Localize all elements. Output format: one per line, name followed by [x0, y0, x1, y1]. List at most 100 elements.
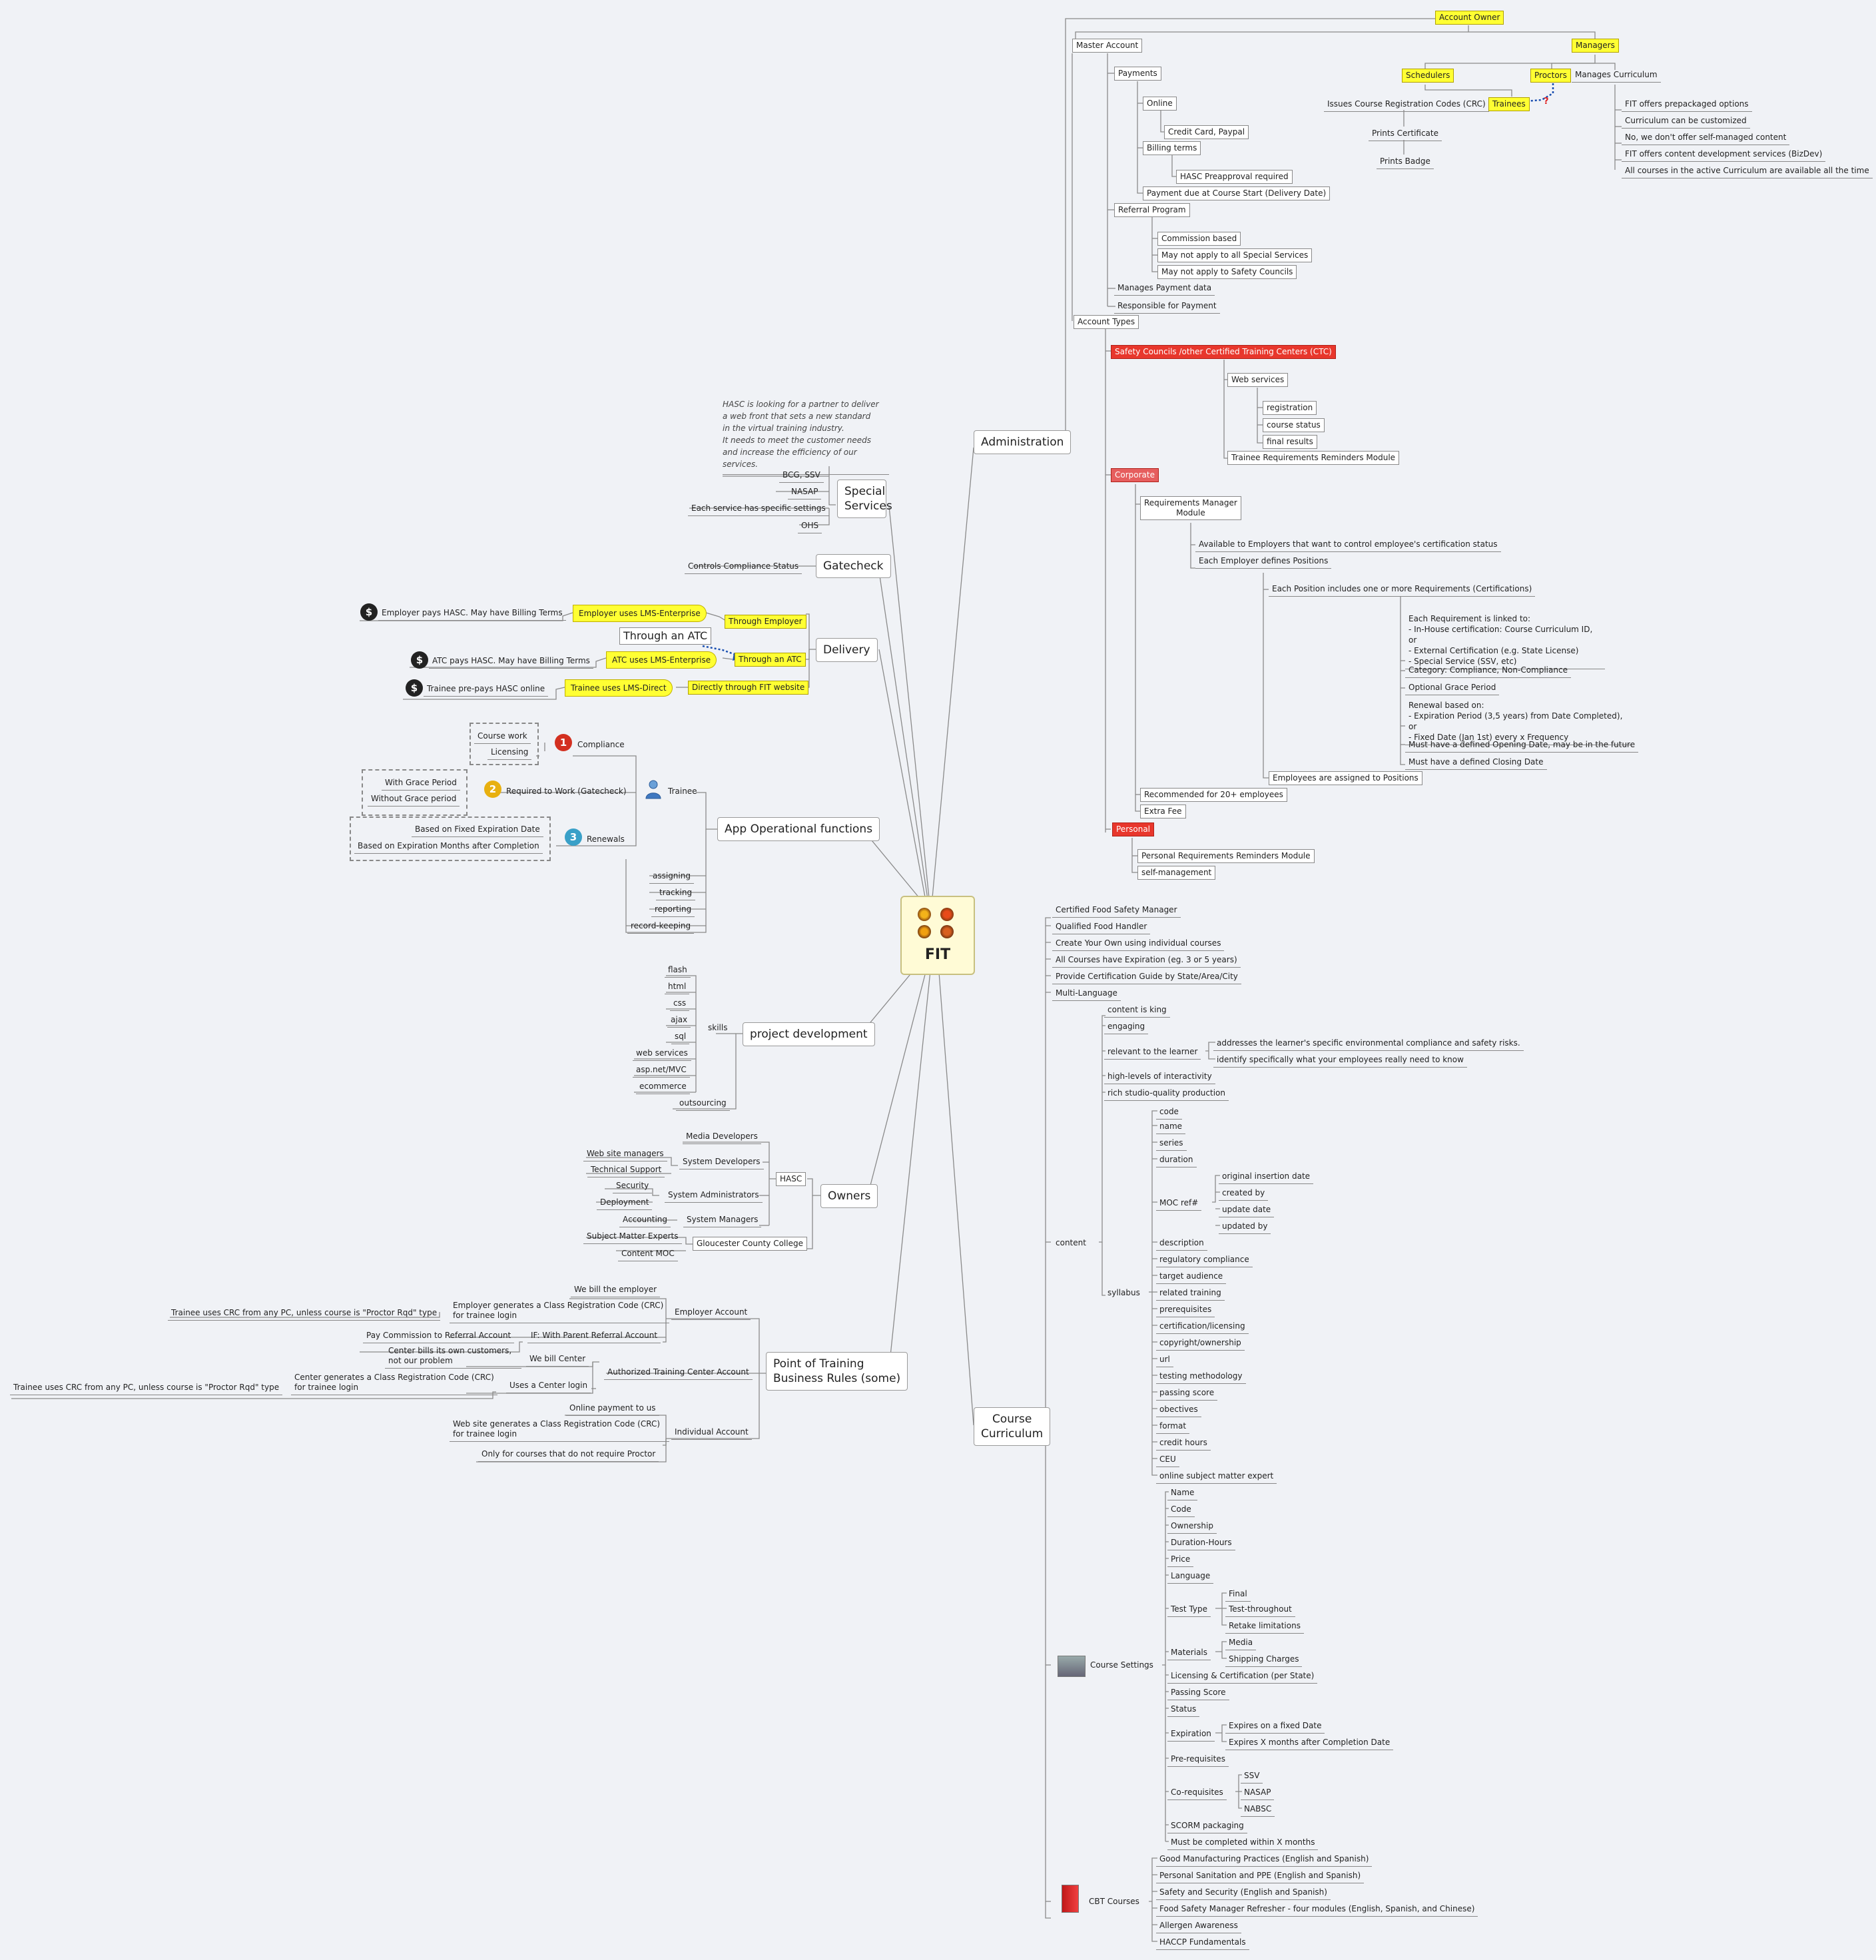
atc-uses-node[interactable]: ATC uses LMS-Enterprise [606, 651, 717, 669]
syllabus-item[interactable]: passing score [1156, 1386, 1218, 1401]
branch-app-operational[interactable]: App Operational functions [717, 817, 880, 841]
cbt-item[interactable]: Good Manufacturing Practices (English an… [1156, 1852, 1373, 1867]
req-manager-node[interactable]: Requirements Manager Module [1140, 496, 1241, 520]
skill-item[interactable]: html [665, 980, 690, 994]
trainee-uses-crc-node[interactable]: Trainee uses CRC from any PC, unless cou… [168, 1306, 441, 1321]
web-services-node[interactable]: Web services [1227, 373, 1289, 387]
syllabus-node[interactable]: syllabus [1107, 1288, 1140, 1297]
hasc-preapproval-node[interactable]: HASC Preapproval required [1176, 170, 1293, 184]
center-bills-node[interactable]: Center bills its own customers, not our … [385, 1344, 521, 1369]
through-atc-node[interactable]: Through an ATC [735, 653, 806, 667]
only-courses-node[interactable]: Only for courses that do not require Pro… [478, 1447, 659, 1462]
function-item[interactable]: record-keeping [627, 919, 695, 934]
employees-assigned-node[interactable]: Employees are assigned to Positions [1269, 771, 1422, 785]
referral-program-node[interactable]: Referral Program [1114, 203, 1190, 217]
branch-delivery[interactable]: Delivery [816, 638, 878, 662]
system-admins-node[interactable]: System Administrators [665, 1188, 763, 1203]
deployment-node[interactable]: Deployment [597, 1195, 653, 1210]
employer-uses-node[interactable]: Employer uses LMS-Enterprise [573, 605, 707, 622]
syllabus-item[interactable]: online subject matter expert [1156, 1469, 1277, 1484]
curriculum-item[interactable]: No, we don't offer self-managed content [1622, 131, 1790, 145]
cbt-courses-node[interactable]: CBT Courses [1089, 1897, 1139, 1906]
online-node[interactable]: Online [1143, 97, 1177, 111]
required-work-node[interactable]: Required to Work (Gatecheck) [506, 787, 627, 796]
scorm-node[interactable]: SCORM packaging [1167, 1819, 1247, 1833]
web-generates-node[interactable]: Web site generates a Class Registration … [450, 1417, 669, 1442]
syllabus-item[interactable]: code [1156, 1105, 1182, 1120]
pay-commission-node[interactable]: Pay Commission to Referral Account [363, 1329, 515, 1343]
syllabus-item[interactable]: certification/licensing [1156, 1319, 1249, 1334]
function-item[interactable]: reporting [651, 902, 695, 917]
account-types-node[interactable]: Account Types [1074, 315, 1139, 329]
individual-account-node[interactable]: Individual Account [671, 1425, 752, 1440]
manages-curriculum-node[interactable]: Manages Curriculum [1572, 68, 1661, 83]
content-item[interactable]: engaging [1104, 1020, 1149, 1034]
skill-item[interactable]: sql [671, 1030, 690, 1044]
gloucester-node[interactable]: Gloucester County College [693, 1237, 807, 1251]
syllabus-item[interactable]: regulatory compliance [1156, 1253, 1253, 1267]
syllabus-item[interactable]: prerequisites [1156, 1303, 1215, 1317]
pre-req-node[interactable]: Pre-requisites [1167, 1752, 1229, 1767]
curriculum-item[interactable]: FIT offers prepackaged options [1622, 97, 1752, 112]
if-parent-node[interactable]: IF: With Parent Referral Account [527, 1329, 661, 1343]
not-safety-node[interactable]: May not apply to Safety Councils [1157, 265, 1297, 279]
master-account-node[interactable]: Master Account [1072, 39, 1143, 53]
settings-item[interactable]: Price [1167, 1552, 1194, 1567]
function-item[interactable]: tracking [656, 886, 696, 900]
passing-score-node[interactable]: Passing Score [1167, 1686, 1229, 1700]
licensing-cert-node[interactable]: Licensing & Certification (per State) [1167, 1669, 1318, 1684]
syllabus-item[interactable]: credit hours [1156, 1436, 1211, 1451]
course-work-node[interactable]: Course work [474, 729, 531, 744]
security-node[interactable]: Security [613, 1179, 653, 1193]
syllabus-item[interactable]: name [1156, 1120, 1186, 1134]
renewals-node[interactable]: Renewals [587, 834, 625, 844]
we-bill-center-node[interactable]: We bill Center [526, 1352, 589, 1367]
settings-item[interactable]: Language [1167, 1569, 1214, 1584]
trainee-reminders-node[interactable]: Trainee Requirements Reminders Module [1227, 451, 1400, 465]
directly-node[interactable]: Directly through FIT website [688, 681, 809, 695]
skill-item[interactable]: flash [665, 963, 691, 978]
high-levels-node[interactable]: high-levels of interactivity [1104, 1070, 1215, 1084]
center-generates-node[interactable]: Center generates a Class Registration Co… [291, 1371, 497, 1395]
personal-node[interactable]: Personal [1112, 822, 1155, 836]
through-employer-node[interactable]: Through Employer [725, 615, 806, 629]
syllabus-item[interactable]: target audience [1156, 1269, 1227, 1284]
settings-item[interactable]: Code [1167, 1502, 1195, 1517]
opening-date-node[interactable]: Must have a defined Opening Date, may be… [1405, 738, 1639, 753]
trainee-node[interactable]: Trainee [668, 787, 697, 796]
system-managers-node[interactable]: System Managers [683, 1213, 762, 1227]
payments-node[interactable]: Payments [1114, 67, 1161, 81]
test-item[interactable]: Retake limitations [1225, 1619, 1304, 1634]
optional-grace-node[interactable]: Optional Grace Period [1405, 681, 1500, 695]
outsourcing-node[interactable]: outsourcing [676, 1096, 730, 1111]
syllabus-item[interactable]: description [1156, 1236, 1207, 1251]
licensing-node[interactable]: Licensing [487, 745, 532, 760]
curriculum-item[interactable]: FIT offers content development services … [1622, 147, 1826, 162]
test-item[interactable]: Test-throughout [1225, 1602, 1295, 1617]
extra-fee-node[interactable]: Extra Fee [1140, 805, 1186, 818]
account-owner-node[interactable]: Account Owner [1435, 11, 1504, 25]
material-item[interactable]: Shipping Charges [1225, 1652, 1303, 1667]
curriculum-item[interactable]: All courses in the active Curriculum are… [1622, 164, 1873, 178]
branch-course-curriculum[interactable]: Course Curriculum [974, 1407, 1051, 1446]
skill-item[interactable]: css [670, 996, 690, 1011]
skill-item[interactable]: web services [633, 1046, 691, 1061]
branch-owners[interactable]: Owners [820, 1184, 878, 1208]
system-devs-node[interactable]: System Developers [679, 1155, 764, 1169]
we-bill-employer-node[interactable]: We bill the employer [571, 1283, 661, 1297]
tech-support-node[interactable]: Technical Support [587, 1163, 665, 1177]
special-item[interactable]: OHS [798, 519, 822, 533]
prints-certificate-node[interactable]: Prints Certificate [1369, 127, 1442, 141]
moc-ref-node[interactable]: MOC ref# [1156, 1196, 1202, 1211]
branch-administration[interactable]: Administration [974, 430, 1072, 454]
media-devs-node[interactable]: Media Developers [683, 1130, 761, 1144]
manages-payment-node[interactable]: Manages Payment data [1114, 281, 1215, 296]
available-employers-node[interactable]: Available to Employers that want to cont… [1195, 537, 1501, 552]
renewal-node[interactable]: Renewal based on: - Expiration Period (3… [1405, 698, 1632, 745]
hasc-node[interactable]: HASC [776, 1172, 806, 1186]
fixed-exp-node[interactable]: Based on Fixed Expiration Date [412, 822, 543, 837]
material-item[interactable]: Media [1225, 1636, 1257, 1650]
with-grace-node[interactable]: With Grace Period [382, 776, 460, 791]
personal-reminders-node[interactable]: Personal Requirements Reminders Module [1137, 849, 1315, 863]
syllabus-item[interactable]: format [1156, 1419, 1190, 1434]
